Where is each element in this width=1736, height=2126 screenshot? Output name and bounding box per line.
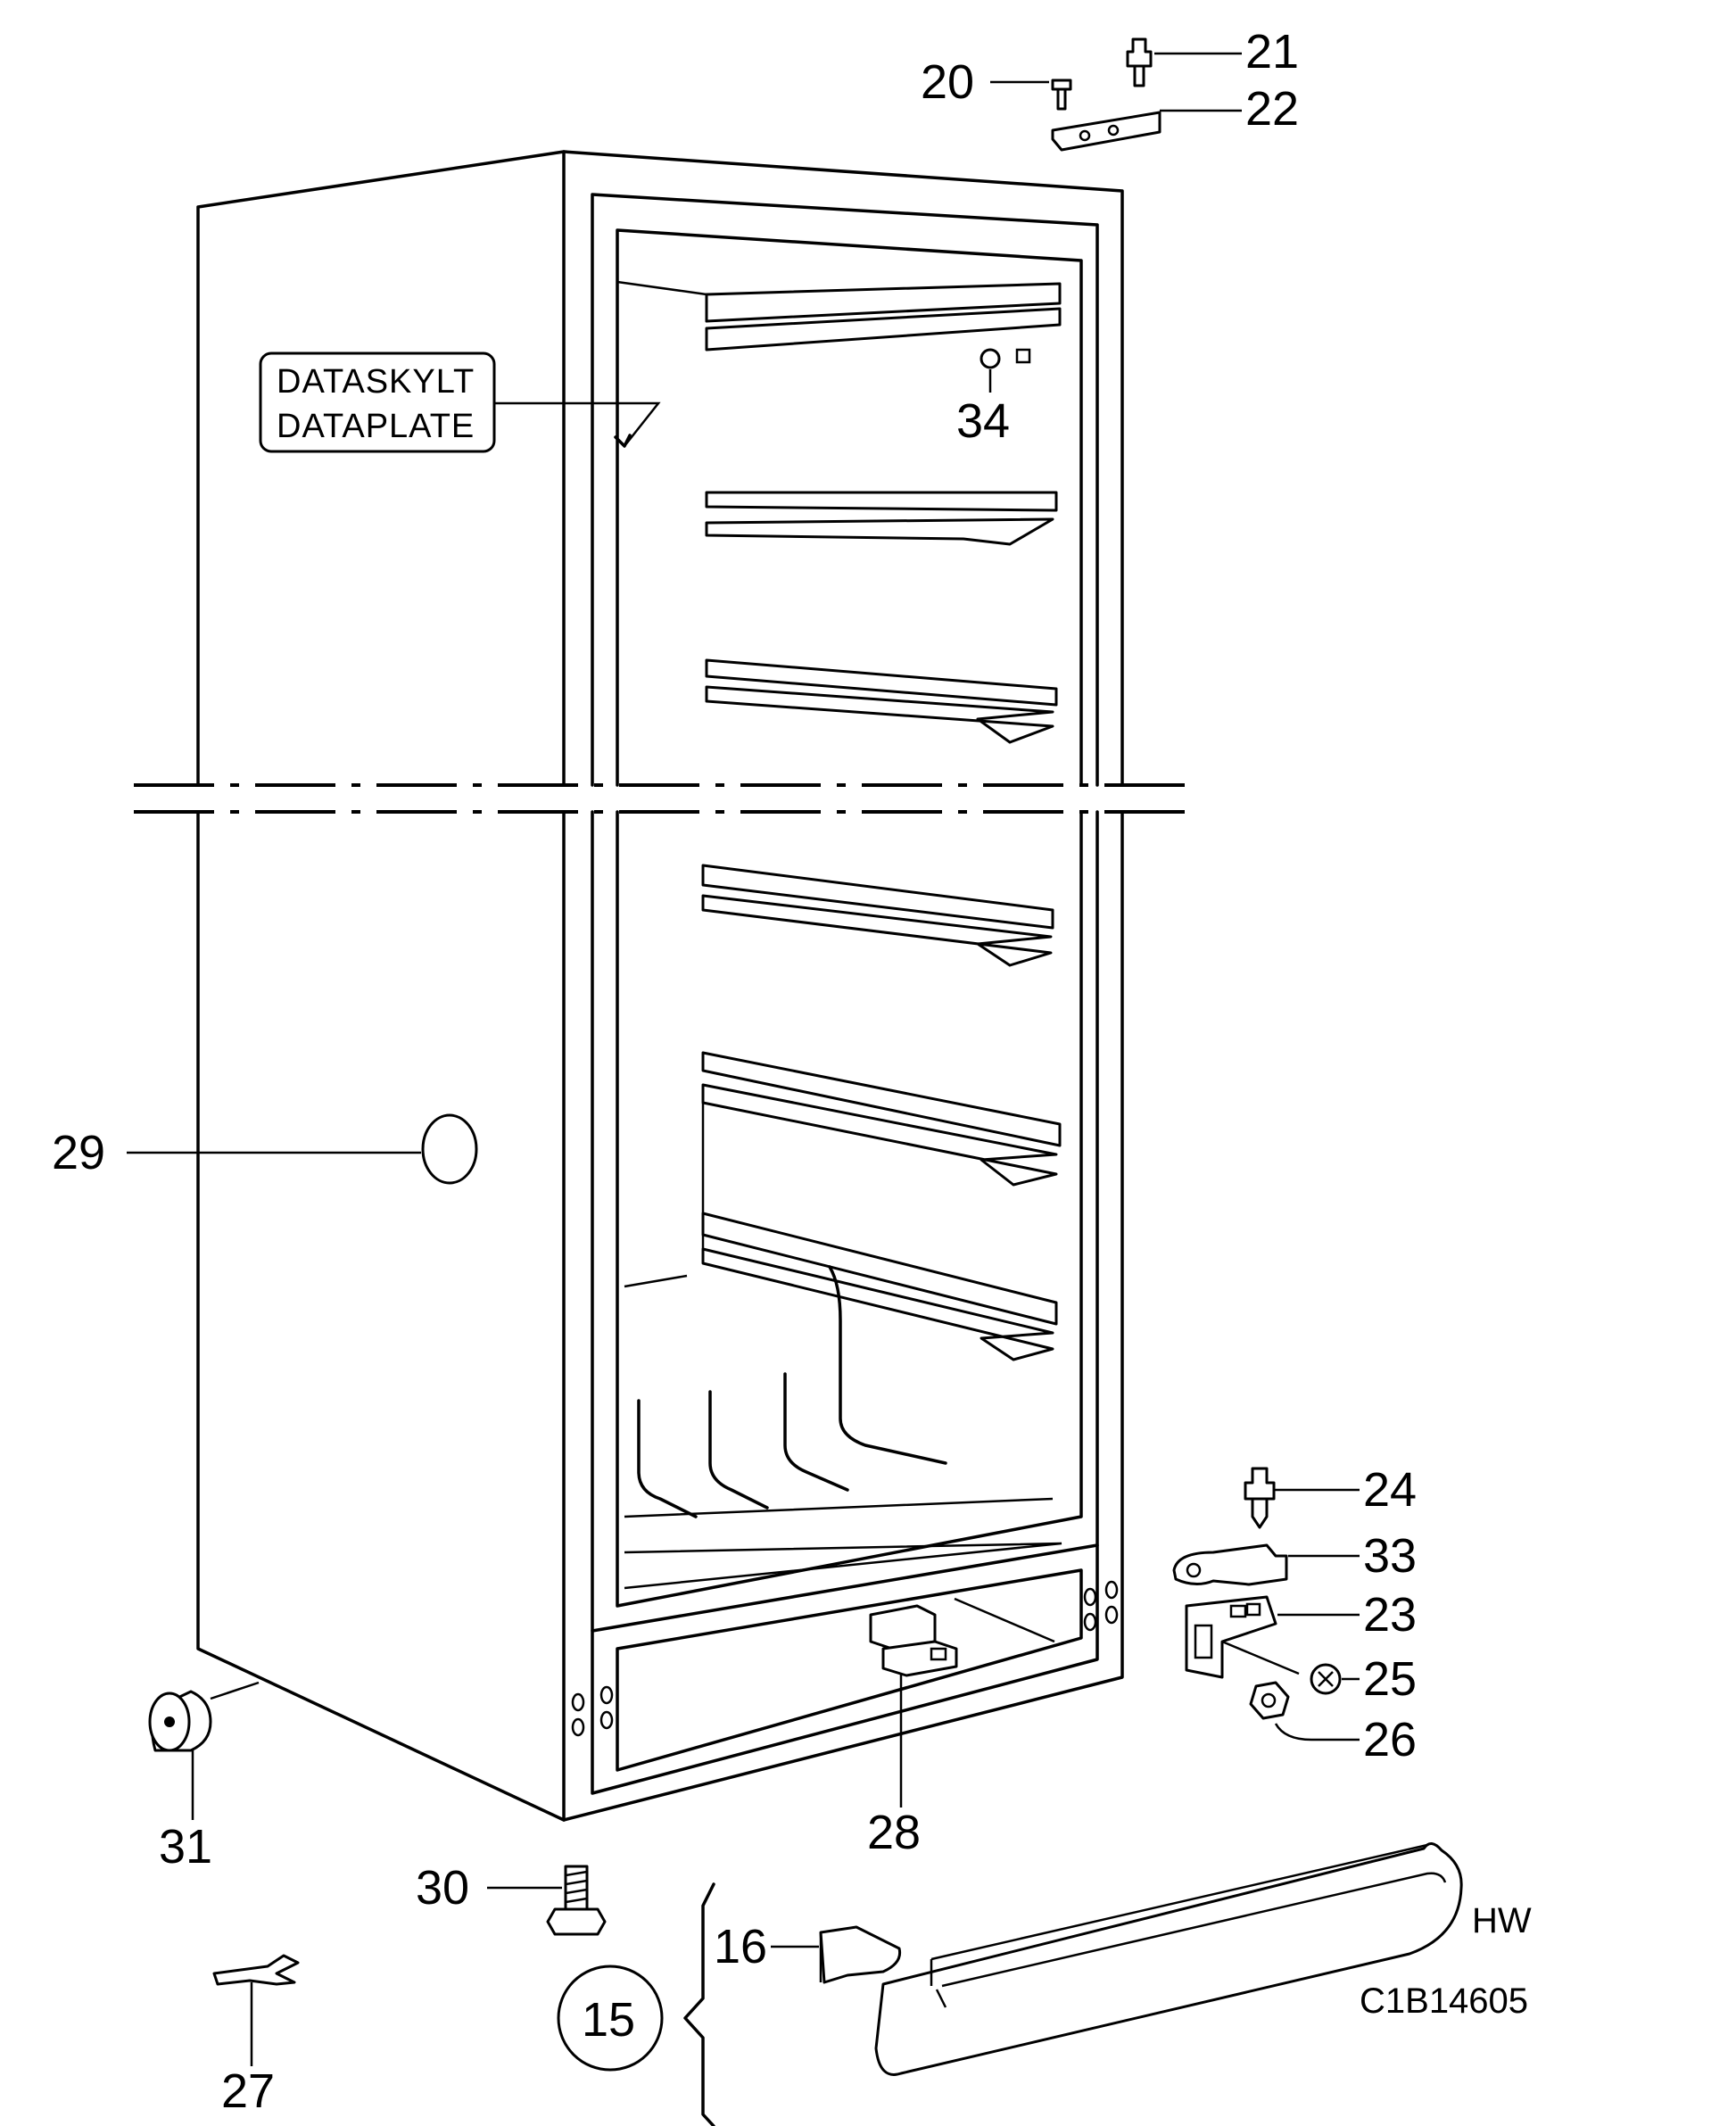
part-34 <box>980 348 1031 393</box>
data-plate-leader <box>494 401 661 447</box>
drawing-reference: C1B14605 <box>1360 1981 1528 2021</box>
callout-28: 28 <box>867 1806 921 1859</box>
part-16-endcap <box>819 1925 902 1984</box>
shelf-rail-2 <box>705 491 1058 546</box>
bottom-hinge-parts <box>1172 1467 1360 1741</box>
callout-29: 29 <box>52 1126 105 1179</box>
callout-25: 25 <box>1363 1652 1417 1706</box>
callout-16: 16 <box>714 1920 767 1973</box>
cabinet <box>196 150 1124 1822</box>
part-27-clip <box>212 1954 300 2066</box>
part-20-screw <box>1051 79 1072 111</box>
part-26-nut <box>1249 1681 1290 1720</box>
handle-assembly <box>557 1842 1463 2126</box>
cabinet-front-outer <box>562 150 1124 1822</box>
part-33-plate <box>1172 1543 1288 1586</box>
callout-33: 33 <box>1363 1529 1417 1583</box>
evaporator-channels <box>624 1265 1062 1590</box>
callout-30: 30 <box>416 1861 469 1915</box>
cabinet-front-inner <box>591 193 1099 1795</box>
shelf-rail-5 <box>701 1051 1062 1187</box>
part-21-pin <box>1126 37 1153 87</box>
data-plate: DATASKYLT DATAPLATE <box>259 352 661 453</box>
liner-back-top <box>616 280 707 296</box>
cabinet-side-upper <box>196 150 566 787</box>
liner-opening <box>616 228 1083 1608</box>
callout-24: 24 <box>1363 1463 1417 1517</box>
callout-34: 34 <box>956 394 1010 448</box>
shelf-rail-4 <box>701 864 1054 967</box>
callout-20: 20 <box>921 55 974 109</box>
part-22-bracket <box>1051 111 1161 152</box>
part-24-pin <box>1244 1467 1276 1529</box>
bottom-compartment <box>591 1543 1099 1772</box>
bracket-brace <box>683 1882 715 2126</box>
shelf-rails <box>624 282 1062 1361</box>
data-plate-arrow <box>614 434 632 448</box>
callout-21: 21 <box>1245 25 1299 79</box>
data-plate-line1: DATASKYLT <box>277 363 475 401</box>
shelf-rail-1 <box>705 282 1062 352</box>
data-plate-line2: DATAPLATE <box>277 408 475 445</box>
shelf-rail-6 <box>701 1212 1058 1361</box>
part-25-shaft <box>1221 1640 1300 1675</box>
break-line <box>134 783 1195 814</box>
handle-bar <box>874 1842 1463 2076</box>
callout-23: 23 <box>1363 1588 1417 1642</box>
variant-code: HW <box>1472 1901 1532 1940</box>
callout-27: 27 <box>221 2064 275 2118</box>
hinge-holes-right <box>1083 1580 1119 1632</box>
part-31-foot <box>148 1681 260 1820</box>
part-15-circle <box>557 1965 664 2072</box>
hinge-holes-left <box>571 1685 614 1737</box>
shelf-rail-3 <box>705 658 1058 744</box>
callout-26: 26 <box>1363 1713 1417 1766</box>
callout-31: 31 <box>159 1820 212 1874</box>
callout-22: 22 <box>1245 82 1299 136</box>
cabinet-side-lower <box>196 810 566 1822</box>
crisper-divider <box>624 1103 705 1288</box>
part-28-latch <box>869 1604 958 1808</box>
callout-15: 15 <box>582 1993 635 2047</box>
top-hinge-parts <box>990 37 1242 152</box>
bottom-compartment-inner <box>954 1597 1055 1643</box>
callout-labels: 20 21 22 34 29 24 33 23 25 26 28 31 30 1… <box>52 25 1532 2118</box>
part-30-bolt <box>487 1865 607 1936</box>
part-29-plug <box>421 1113 478 1185</box>
leader-26 <box>1274 1723 1360 1741</box>
